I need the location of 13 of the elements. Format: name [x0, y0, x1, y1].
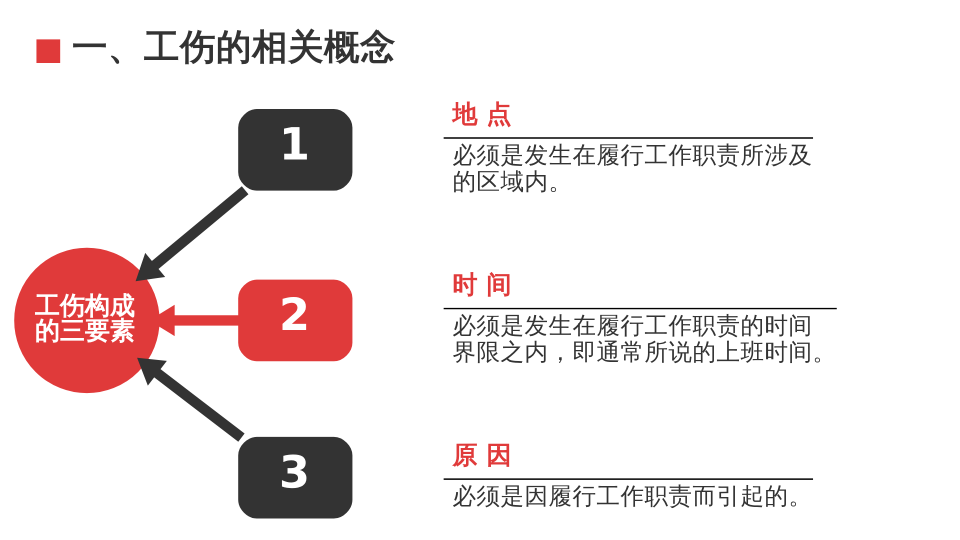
node-label: 必须是发生在履行工作职责的时间界限之内，即通常所说的上班时间。 — [452, 311, 837, 366]
node-box: 2 — [238, 280, 352, 362]
diagram-title: 一、工伤的相关概念 — [72, 26, 396, 68]
node-label: 必须是因履行工作职责而引起的。 — [452, 482, 813, 510]
node-label: 地 点 — [452, 100, 512, 129]
node-label: 时 间 — [452, 270, 512, 300]
node-box: 3 — [238, 436, 352, 518]
node-box: 1 — [238, 109, 352, 191]
arrow — [136, 186, 248, 282]
node-circle: 工伤构成的三要素 — [14, 248, 160, 394]
arrow — [137, 358, 245, 442]
node-label: 原 因 — [452, 440, 512, 470]
node-label: 必须是发生在履行工作职责所涉及的区域内。 — [452, 140, 813, 196]
